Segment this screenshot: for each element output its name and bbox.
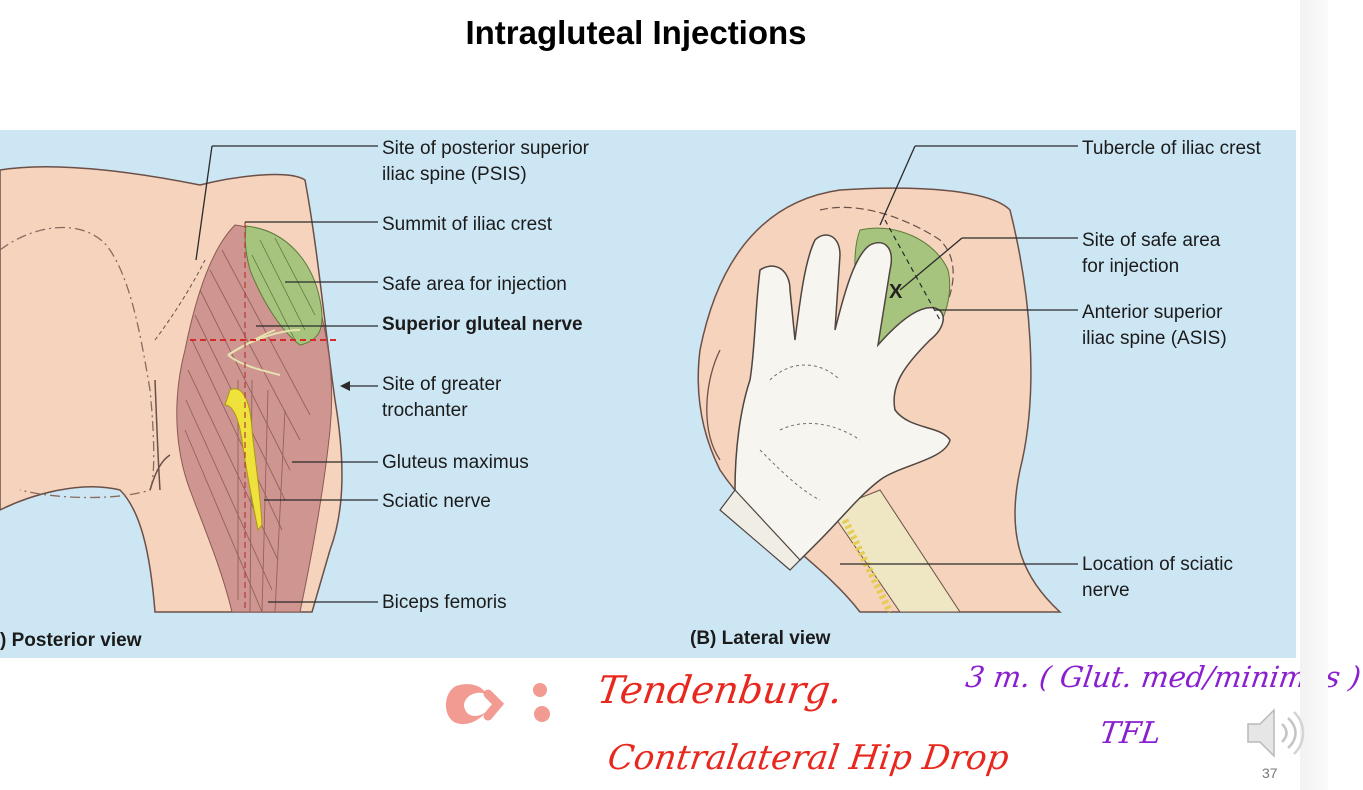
lateral-illustration: X [697, 145, 1078, 614]
label-sciatic-location: Location of sciatic nerve [1082, 552, 1233, 604]
caption-lateral-view: (B) Lateral view [690, 628, 831, 649]
posterior-illustration [0, 145, 378, 613]
label-superior-gluteal-nerve: Superior gluteal nerve [382, 314, 583, 335]
label-safe-area: Safe area for injection [382, 274, 567, 295]
label-psis-line2: iliac spine (PSIS) [382, 164, 527, 185]
speaker-icon[interactable] [1244, 700, 1305, 766]
label-sciatic-nerve: Sciatic nerve [382, 491, 491, 512]
annotation-tfl: TFL [1097, 716, 1164, 751]
label-psis-line1: Site of posterior superior [382, 138, 589, 159]
label-summit-iliac-crest: Summit of iliac crest [382, 214, 552, 235]
caption-posterior-view: ) Posterior view [0, 630, 142, 651]
label-sciatic-location-line2: nerve [1082, 580, 1130, 601]
annotation-trendelenburg: Tendenburg. [594, 668, 846, 712]
slide-title: Intragluteal Injections [465, 14, 807, 51]
label-safe-area-site: Site of safe area for injection [1082, 228, 1220, 280]
label-greater-trochanter: Site of greater trochanter [382, 372, 501, 424]
label-asis-line1: Anterior superior [1082, 302, 1223, 323]
label-greater-trochanter-line1: Site of greater [382, 374, 502, 395]
label-greater-trochanter-line2: trochanter [382, 400, 468, 421]
label-biceps-femoris: Biceps femoris [382, 592, 507, 613]
label-gluteus-maximus: Gluteus maximus [382, 452, 529, 473]
highlighter-mark [445, 683, 550, 725]
label-asis-line2: iliac spine (ASIS) [1082, 328, 1227, 349]
label-psis: Site of posterior superior iliac spine (… [382, 136, 589, 188]
label-safe-area-line2: for injection [1082, 256, 1180, 277]
annotation-contralateral-hip-drop: Contralateral Hip Drop [605, 738, 1012, 778]
anatomy-figure: X Site of posterior superior iliac spine… [0, 130, 1296, 658]
label-safe-area-line1: Site of safe area [1082, 230, 1221, 251]
injection-site-marker: X [889, 281, 903, 303]
label-tubercle-iliac-crest: Tubercle of iliac crest [1082, 138, 1261, 159]
page-number: 37 [1262, 765, 1278, 781]
label-asis: Anterior superior iliac spine (ASIS) [1082, 300, 1227, 352]
anatomy-illustration: X [0, 145, 1078, 614]
window-edge [1300, 0, 1328, 790]
label-sciatic-location-line1: Location of sciatic [1082, 554, 1234, 575]
